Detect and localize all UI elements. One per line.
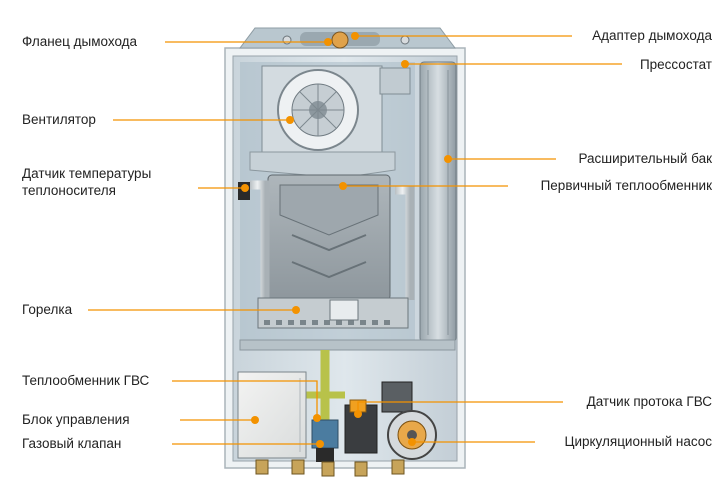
label-gas-valve: Газовый клапан: [22, 436, 122, 451]
label-dhw-heat-exchanger: Теплообменник ГВС: [22, 373, 150, 388]
label-primary-heat-exchanger: Первичный теплообменник: [540, 178, 712, 193]
label-flue-adapter: Адаптер дымохода: [592, 28, 712, 43]
label-dhw-flow-sensor: Датчик протока ГВС: [586, 394, 712, 409]
label-fan: Вентилятор: [22, 112, 96, 127]
label-pressure-switch: Прессостат: [639, 57, 712, 72]
label-control-unit: Блок управления: [22, 412, 130, 427]
label-burner: Горелка: [22, 302, 73, 317]
label-coolant-temp-sensor: Датчик температуры теплоносителя: [22, 166, 152, 198]
label-flue-flange: Фланец дымохода: [22, 34, 138, 49]
label-circulation-pump: Циркуляционный насос: [564, 434, 712, 449]
label-expansion-tank: Расширительный бак: [578, 151, 712, 166]
